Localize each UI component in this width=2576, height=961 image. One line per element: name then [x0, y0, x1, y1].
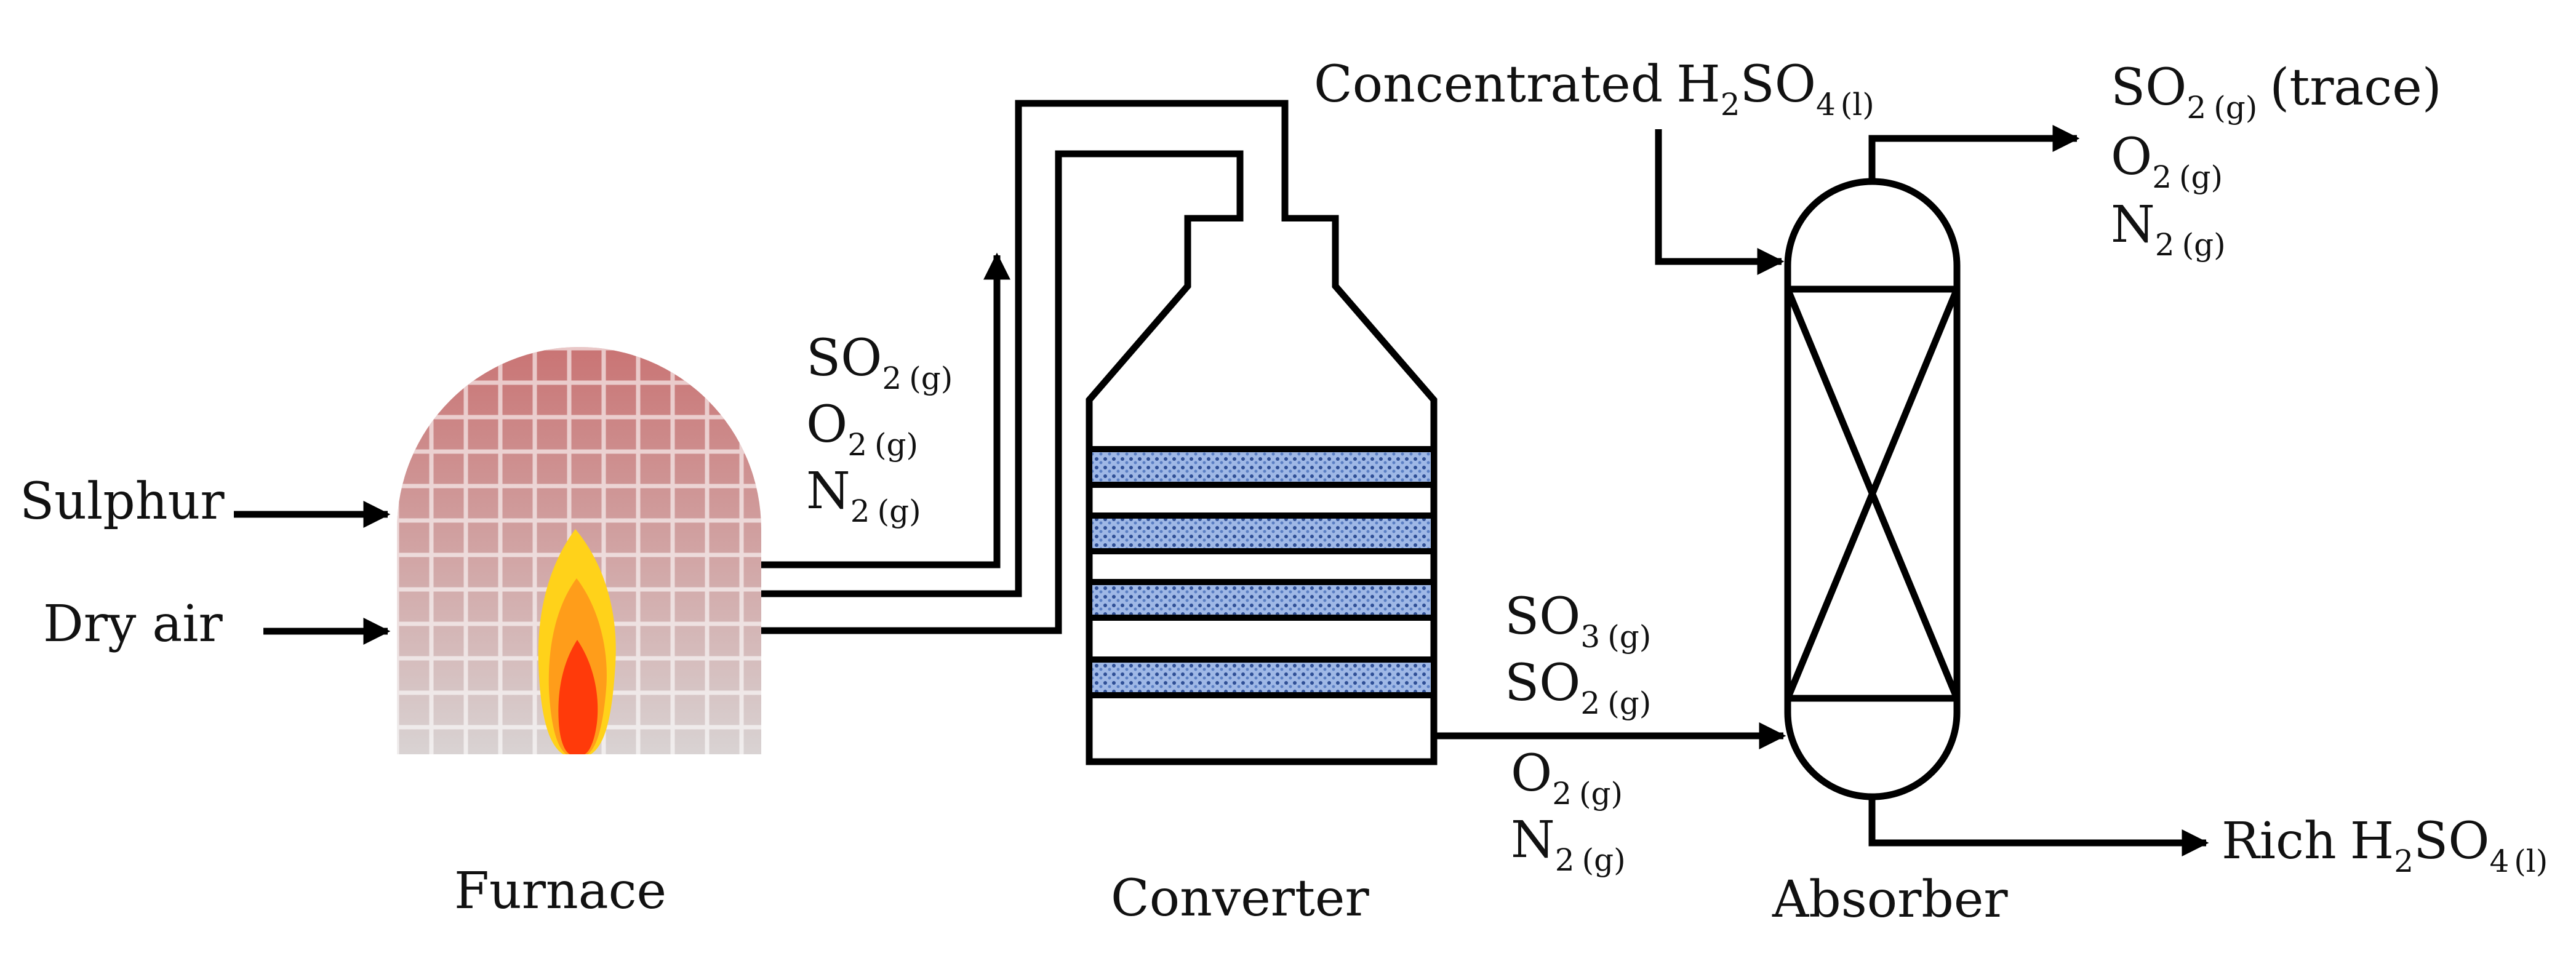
converter-caption: Converter — [1111, 869, 1369, 928]
furnace-caption: Furnace — [454, 862, 666, 920]
furnace-outlet-species: O2(g) — [806, 396, 918, 463]
converter-outlet-species: O2(g) — [1511, 744, 1623, 811]
furnace-gas-up-arrow — [761, 252, 1010, 568]
furnace-outlet-species: SO2(g) — [806, 329, 953, 396]
acid-feed-arrow — [1655, 129, 1785, 275]
converter-outlet-species: SO3(g) — [1505, 588, 1651, 655]
vent-species: O2(g) — [2111, 128, 2223, 195]
absorber-top-outlet-arrow — [1868, 125, 2080, 181]
furnace — [397, 347, 761, 754]
catalyst-bed — [1086, 656, 1437, 698]
absorber-caption: Absorber — [1772, 871, 2008, 929]
converter-recycle-pipe — [761, 100, 1339, 597]
converter-outlet-composition: SO3(g) SO2(g) O2(g) N2(g) — [1505, 588, 1651, 878]
converter — [1086, 221, 1438, 765]
absorber — [1784, 178, 1961, 800]
furnace-outlet-composition: SO2(g) O2(g) N2(g) — [806, 329, 953, 529]
converter-outlet-species: SO2(g) — [1505, 654, 1651, 721]
catalyst-bed — [1086, 446, 1437, 488]
absorber-top-composition: SO2(g)(trace) O2(g) N2(g) — [2111, 58, 2442, 263]
catalyst-bed — [1086, 579, 1437, 621]
sulphur-label: Sulphur — [20, 473, 225, 531]
vent-species: SO2(g)(trace) — [2111, 58, 2442, 126]
flame-icon — [538, 529, 616, 754]
catalyst-bed — [1086, 512, 1437, 554]
dry-air-label: Dry air — [43, 595, 223, 653]
packing-cross-line — [1784, 287, 1961, 700]
furnace-outlet-species: N2(g) — [806, 462, 921, 529]
rich-acid-outlet-arrow — [1868, 797, 2209, 856]
vent-species: N2(g) — [2111, 196, 2226, 263]
converter-outlet-species: N2(g) — [1511, 811, 1626, 878]
furnace-to-converter-pipe — [761, 150, 1244, 634]
converter-vessel — [1086, 221, 1438, 765]
